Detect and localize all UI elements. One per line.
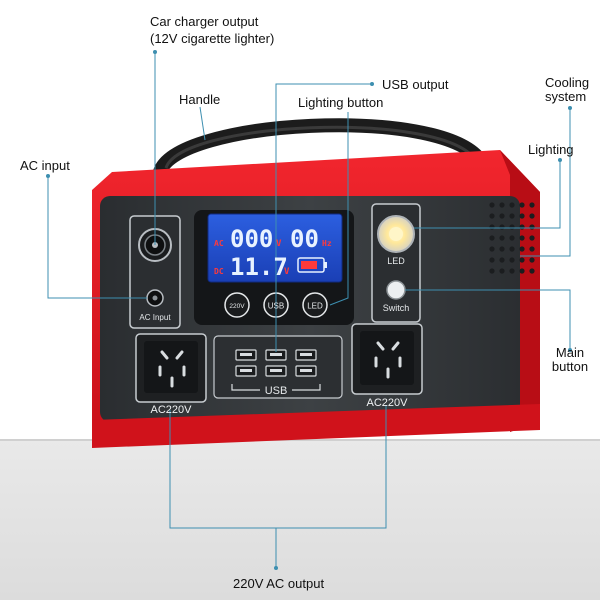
ac-220v-button-label: 220V [229,303,245,310]
ac-input-port-label: AC Input [139,313,171,322]
callout-cooling-line1: Cooling [545,75,590,90]
lcd-dc-unit: V [284,267,290,277]
callout-handle: Handle [179,92,221,107]
lcd-hz-unit: Hz [322,239,332,248]
outlet-right-label: AC220V [367,397,409,409]
callout-car-charger-line1: Car charger output [150,14,259,29]
outlet-left-label: AC220V [151,404,193,416]
led-lamp-label: LED [387,256,405,266]
callout-dots [46,50,572,570]
callout-main-line1: Main [555,345,585,360]
usb-ports [235,349,317,377]
lcd-ac-tag: AC [214,239,224,248]
callout-ac-input: AC input [20,158,70,173]
lcd-ac-value: 000 [230,225,273,253]
led-button-label: LED [307,302,323,311]
ac-220v-button[interactable] [224,292,250,318]
outlet-right-socket-icon [374,341,402,379]
lcd-hz-value: 00 [290,225,319,253]
main-switch-button[interactable] [386,280,406,300]
callout-usb-output: USB output [382,77,449,92]
switch-label: Switch [383,303,410,313]
callout-ac-output: 220V AC output [233,576,325,591]
lcd-dc-value: 11.7 [230,253,288,281]
usb-panel-label: USB [265,385,288,397]
lcd-ac-unit: V [276,239,282,249]
table-surface [0,440,600,600]
usb-button-label: USB [268,302,284,311]
callout-lighting: Lighting [528,142,574,157]
led-button[interactable] [302,292,328,318]
callout-main-line2: button [551,359,589,374]
device-base [92,404,540,448]
callout-cooling-line2: system [545,89,587,104]
battery-fill [301,261,317,269]
callout-car-charger-line2: (12V cigarette lighter) [150,31,275,46]
cooling-vents [489,202,535,274]
lcd-dc-tag: DC [214,267,224,276]
callout-lighting-button: Lighting button [298,95,384,110]
outlet-left-socket-icon [158,350,186,388]
callout-lines [47,52,571,568]
